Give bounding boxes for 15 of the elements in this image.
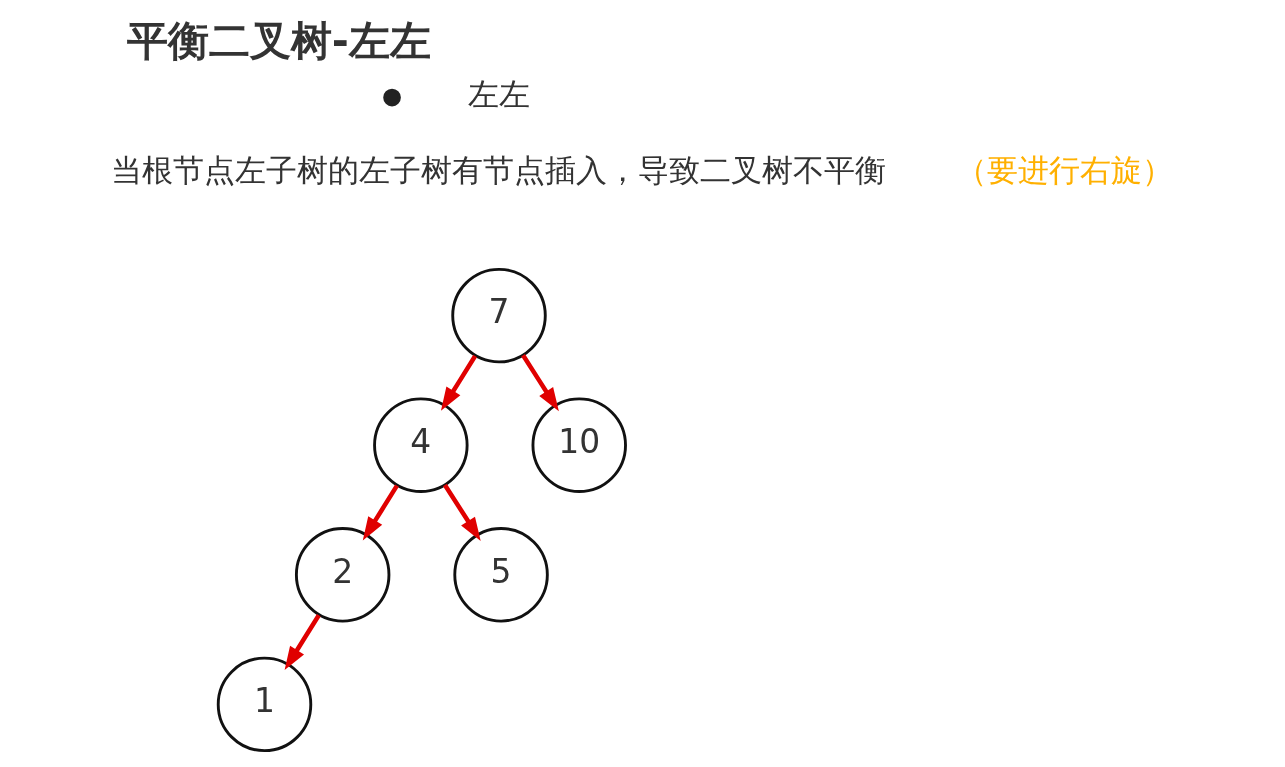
- label: 当根节点左子树的左子树有节点插入，导致二叉树不平衡: [111, 151, 887, 188]
- arrow: [440, 354, 477, 411]
- node-circle: 7: [450, 267, 547, 364]
- node-circle: 4: [372, 397, 469, 493]
- arrow: [362, 484, 399, 541]
- node-circle: 1: [216, 656, 312, 753]
- arrow: [442, 483, 481, 541]
- arrow: [284, 614, 321, 671]
- label: 左左: [467, 75, 530, 112]
- diagram-title: 平衡二叉树-左左: [126, 17, 431, 66]
- node-circle: 2: [294, 527, 390, 623]
- node-circle: 10: [531, 397, 627, 493]
- label: （要进行右旋）: [955, 151, 1173, 188]
- node-circle: 5: [452, 527, 549, 623]
- arrow: [520, 354, 559, 412]
